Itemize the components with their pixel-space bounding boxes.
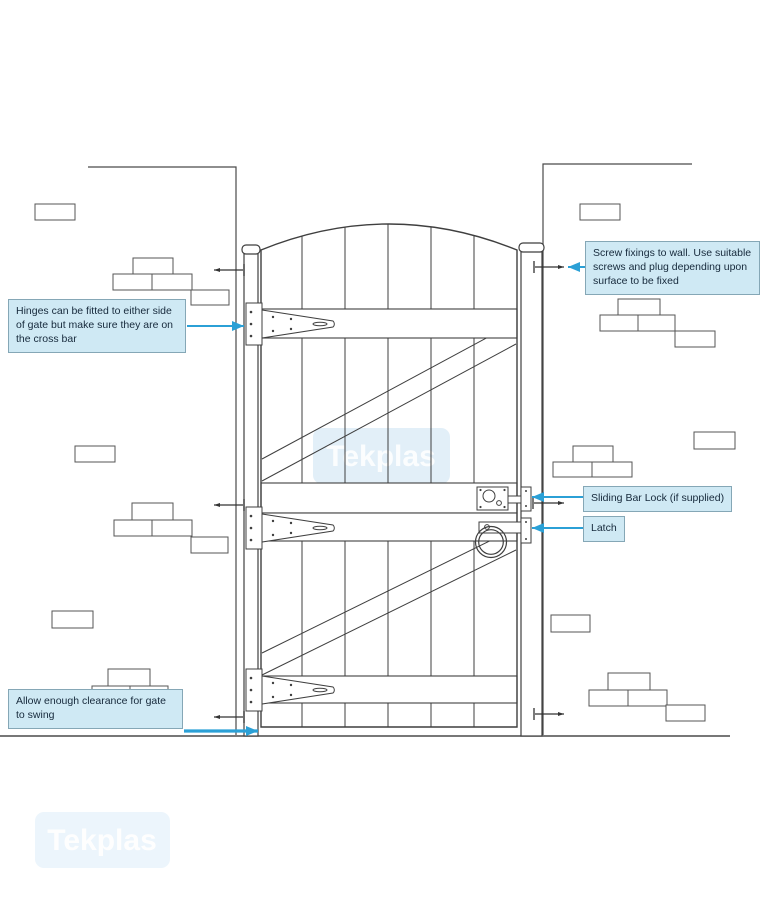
brick bbox=[107, 668, 151, 687]
left-post-cap bbox=[241, 244, 261, 255]
upper-brace-edge bbox=[261, 321, 517, 460]
screw-icon bbox=[214, 264, 245, 276]
gate-outline bbox=[260, 223, 518, 728]
brick bbox=[112, 273, 153, 291]
gate: Tekplas bbox=[260, 223, 518, 728]
right-wall-bricks bbox=[550, 203, 736, 722]
latch-keeper bbox=[520, 517, 532, 544]
brick bbox=[637, 314, 676, 332]
diagonal-braces bbox=[261, 321, 517, 676]
watermark-bottom-text: Tekplas bbox=[47, 824, 157, 857]
middle-lock-bar bbox=[260, 482, 518, 514]
watermark-bottom: Tekplas bbox=[35, 812, 170, 868]
watermark-center: Tekplas bbox=[313, 428, 450, 484]
brick bbox=[693, 431, 736, 450]
strap-hinge-bottom bbox=[245, 668, 335, 712]
brick bbox=[151, 519, 193, 537]
left-wall bbox=[88, 166, 237, 735]
lower-brace-edge bbox=[261, 549, 517, 676]
brick bbox=[51, 610, 94, 629]
watermark-center-text: Tekplas bbox=[326, 440, 436, 473]
latch-assembly bbox=[474, 517, 532, 559]
brick bbox=[591, 461, 633, 478]
brick bbox=[674, 330, 716, 348]
callout-screw-fixings-note: Screw fixings to wall. Use suitable scre… bbox=[585, 241, 760, 295]
brick bbox=[572, 445, 614, 463]
callout-hinges-note: Hinges can be fitted to either side of g… bbox=[8, 299, 186, 353]
latch-ring bbox=[474, 525, 508, 559]
brick bbox=[113, 519, 153, 537]
screw-icon bbox=[214, 711, 245, 723]
screw-icon bbox=[214, 499, 245, 511]
callout-clearance-note: Allow enough clearance for gate to swing bbox=[8, 689, 183, 729]
brick bbox=[131, 502, 174, 521]
brick bbox=[579, 203, 621, 221]
brick bbox=[665, 704, 706, 722]
brick bbox=[627, 689, 668, 707]
screw-icon bbox=[533, 708, 564, 720]
callout-latch-label: Latch bbox=[583, 516, 625, 542]
sliding-bar-lock bbox=[476, 486, 532, 512]
brick bbox=[617, 298, 661, 316]
brick bbox=[151, 273, 193, 291]
upper-brace-edge bbox=[261, 343, 517, 482]
brick bbox=[190, 536, 229, 554]
right-wall bbox=[542, 163, 692, 735]
callout-arrows bbox=[184, 262, 585, 736]
brick bbox=[552, 461, 593, 478]
brick bbox=[34, 203, 76, 221]
vertical-boards bbox=[301, 224, 475, 727]
strap-hinge-top bbox=[245, 302, 335, 346]
brick bbox=[607, 672, 651, 691]
lower-brace-edge bbox=[261, 527, 517, 654]
lock-keeper bbox=[520, 486, 532, 512]
brick bbox=[550, 614, 591, 633]
left-wall-bricks bbox=[34, 203, 230, 703]
brick bbox=[74, 445, 116, 463]
brick bbox=[190, 289, 230, 306]
callout-sliding-bar-lock-label: Sliding Bar Lock (if supplied) bbox=[583, 486, 733, 512]
brick bbox=[132, 257, 174, 275]
brick bbox=[599, 314, 639, 332]
screw-icon bbox=[533, 261, 564, 273]
right-post-cap bbox=[518, 242, 545, 253]
strap-hinge-middle bbox=[245, 506, 335, 550]
brick bbox=[588, 689, 629, 707]
